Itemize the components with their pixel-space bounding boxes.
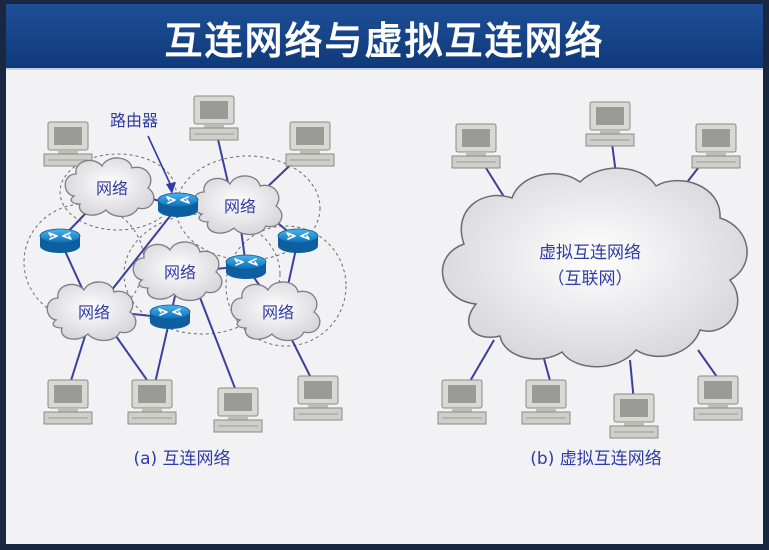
computer-icon bbox=[451, 123, 501, 169]
page-title: 互连网络与虚拟互连网络 bbox=[164, 19, 605, 63]
router-callout-arrow bbox=[147, 135, 176, 194]
cloud-subtitle: （互联网） bbox=[548, 269, 633, 289]
router-icon bbox=[39, 228, 81, 254]
internet-cloud-icon bbox=[441, 167, 748, 368]
computer-icon bbox=[293, 375, 343, 421]
network-label: 网络 bbox=[78, 303, 110, 322]
computer-icon bbox=[285, 121, 335, 167]
computer-icon bbox=[585, 101, 635, 147]
router-icon bbox=[149, 304, 191, 330]
computer-icon bbox=[693, 375, 743, 421]
computer-icon bbox=[213, 387, 263, 433]
computer-icon bbox=[127, 379, 177, 425]
computer-icon bbox=[609, 393, 659, 439]
computer-icon bbox=[691, 123, 741, 169]
router-icon bbox=[277, 228, 319, 254]
computer-icon bbox=[43, 121, 93, 167]
network-label: 网络 bbox=[96, 179, 128, 198]
router-callout-label: 路由器 bbox=[110, 111, 158, 130]
network-label: 网络 bbox=[262, 303, 294, 322]
router-icon bbox=[225, 254, 267, 280]
right-caption: (b) 虚拟互连网络 bbox=[530, 449, 661, 469]
computer-icon bbox=[189, 95, 239, 141]
router-icon bbox=[157, 192, 199, 218]
right-diagram: 虚拟互连网络 （互联网） (b) 虚拟互连网络 bbox=[437, 101, 748, 469]
cloud-title: 虚拟互连网络 bbox=[539, 243, 641, 263]
title-bar: 互连网络与虚拟互连网络 bbox=[6, 4, 763, 70]
computer-icon bbox=[521, 379, 571, 425]
diagram-canvas: 网络 网络 网络 网络 网络 路由器 (a) 互连网络 bbox=[23, 95, 748, 469]
network-label: 网络 bbox=[164, 263, 196, 282]
computer-icon bbox=[437, 379, 487, 425]
left-caption: (a) 互连网络 bbox=[133, 449, 230, 469]
computer-icon bbox=[43, 379, 93, 425]
left-diagram: 网络 网络 网络 网络 网络 路由器 (a) 互连网络 bbox=[23, 95, 347, 469]
network-label: 网络 bbox=[224, 197, 256, 216]
slide: 互连网络与虚拟互连网络 bbox=[6, 4, 763, 544]
